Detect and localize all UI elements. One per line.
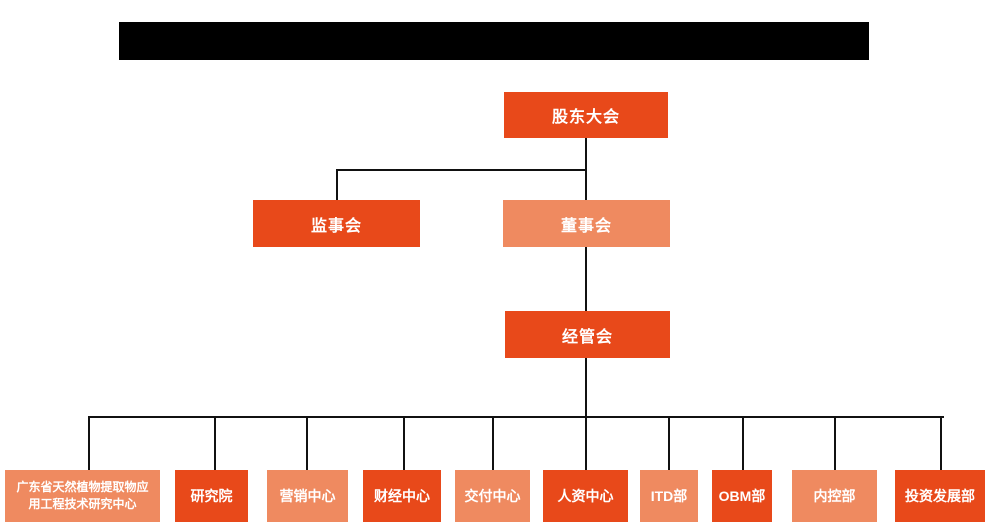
node-management-committee: 经管会 xyxy=(505,311,670,358)
node-dept-hr-center: 人资中心 xyxy=(543,470,628,522)
node-dept-obm: OBM部 xyxy=(712,470,772,522)
node-shareholders-meeting: 股东大会 xyxy=(504,92,668,138)
connector-dept-drop-8 xyxy=(742,416,744,470)
connector-dept-drop-9 xyxy=(834,416,836,470)
connector-management-drop xyxy=(585,358,587,418)
connector-dept-drop-7 xyxy=(668,416,670,470)
connector-dept-drop-4 xyxy=(403,416,405,470)
redacted-title-bar xyxy=(119,22,869,60)
connector-dept-drop-6 xyxy=(585,416,587,470)
connector-level2-horizontal xyxy=(336,169,587,171)
node-dept-marketing-center: 营销中心 xyxy=(267,470,348,522)
node-supervisory-board: 监事会 xyxy=(253,200,420,247)
node-board-of-directors: 董事会 xyxy=(503,200,670,247)
node-dept-itd: ITD部 xyxy=(640,470,698,522)
connector-board-management xyxy=(585,247,587,311)
node-dept-finance-center: 财经中心 xyxy=(363,470,441,522)
node-dept-internal-control: 内控部 xyxy=(792,470,877,522)
connector-departments-horizontal xyxy=(88,416,944,418)
node-dept-investment-development: 投资发展部 xyxy=(895,470,985,522)
node-dept-research-institute: 研究院 xyxy=(175,470,248,522)
connector-dept-drop-5 xyxy=(492,416,494,470)
node-dept-delivery-center: 交付中心 xyxy=(455,470,530,522)
connector-dept-drop-10 xyxy=(940,416,942,470)
connector-dept-drop-3 xyxy=(306,416,308,470)
connector-supervisory-drop xyxy=(336,169,338,200)
node-dept-research-center: 广东省天然植物提取物应用工程技术研究中心 xyxy=(5,470,160,522)
connector-dept-drop-2 xyxy=(214,416,216,470)
connector-dept-drop-1 xyxy=(88,416,90,470)
